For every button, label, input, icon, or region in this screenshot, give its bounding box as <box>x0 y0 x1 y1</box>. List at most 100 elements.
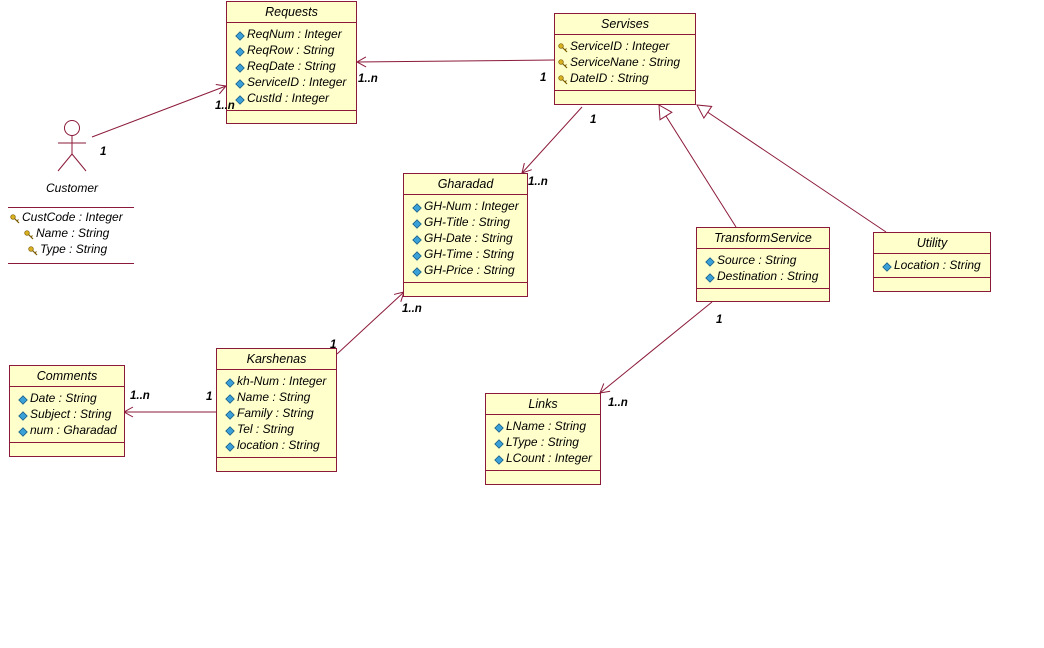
actor-attr: CustCode : Integer <box>10 209 123 225</box>
class-name: Gharadad <box>404 174 527 195</box>
assoc-karshenas-gharadad[interactable] <box>336 291 405 355</box>
class-name: Requests <box>227 2 356 23</box>
class-operations <box>227 111 356 119</box>
attribute-diamond-icon <box>412 201 422 213</box>
key-icon <box>28 244 38 256</box>
mult-servises-requests-from: 1 <box>540 72 547 84</box>
class-attribute: Name : String <box>225 389 336 405</box>
class-operations <box>874 278 990 286</box>
assoc-customer-requests[interactable] <box>91 84 227 138</box>
attribute-diamond-icon <box>18 425 28 437</box>
attribute-diamond-icon <box>235 45 245 57</box>
customer-actor-attributes: CustCode : Integer Name : String Type : … <box>10 209 123 257</box>
class-attribute: ServiceID : Integer <box>235 74 356 90</box>
class-attribute: GH-Date : String <box>412 230 527 246</box>
generalization-transform-servises[interactable] <box>658 104 737 228</box>
attribute-diamond-icon <box>235 93 245 105</box>
class-attribute: Subject : String <box>18 406 124 422</box>
attr-text: Destination : String <box>717 269 819 283</box>
attr-text: Name : String <box>36 226 110 240</box>
mult-karshenas-comments-to: 1..n <box>130 390 150 402</box>
mult-customer-requests-from: 1 <box>100 146 107 158</box>
class-name: Links <box>486 394 600 415</box>
attr-text: ReqRow : String <box>247 43 335 57</box>
attr-text: LName : String <box>506 419 587 433</box>
attribute-diamond-icon <box>412 233 422 245</box>
class-attribute: ReqRow : String <box>235 42 356 58</box>
class-attribute: ReqNum : Integer <box>235 26 356 42</box>
class-name: Karshenas <box>217 349 336 370</box>
class-operations <box>10 443 124 451</box>
mult-servises-gharadad-from: 1 <box>590 114 597 126</box>
attribute-diamond-icon <box>494 437 504 449</box>
class-attribute: LType : String <box>494 434 600 450</box>
attr-text: location : String <box>237 438 320 452</box>
class-attribute: location : String <box>225 437 336 453</box>
mult-transform-links-from: 1 <box>716 314 723 326</box>
mult-servises-requests-to: 1..n <box>358 73 378 85</box>
attr-text: Tel : String <box>237 422 294 436</box>
actor-attr: Name : String <box>10 225 123 241</box>
class-operations <box>555 91 695 99</box>
mult-karshenas-gharadad-to: 1..n <box>402 303 422 315</box>
actor-attr: Type : String <box>10 241 123 257</box>
attribute-diamond-icon <box>705 255 715 267</box>
class-attribute: Family : String <box>225 405 336 421</box>
assoc-transform-links[interactable] <box>599 301 713 394</box>
attribute-diamond-icon <box>235 61 245 73</box>
class-attribute: Source : String <box>705 252 829 268</box>
class-attribute: GH-Time : String <box>412 246 527 262</box>
customer-actor-figure[interactable] <box>57 120 87 172</box>
class-operations <box>404 283 527 291</box>
customer-actor-label: Customer <box>46 181 99 195</box>
attribute-diamond-icon <box>412 249 422 261</box>
attr-text: Subject : String <box>30 407 112 421</box>
generalization-utility-servises[interactable] <box>696 104 887 233</box>
attr-text: ServiceID : Integer <box>247 75 347 89</box>
attribute-diamond-icon <box>235 77 245 89</box>
class-attribute: Date : String <box>18 390 124 406</box>
attribute-diamond-icon <box>18 393 28 405</box>
attr-text: LCount : Integer <box>506 451 593 465</box>
attribute-diamond-icon <box>225 376 235 388</box>
attribute-diamond-icon <box>18 409 28 421</box>
class-operations <box>217 458 336 466</box>
attr-text: GH-Title : String <box>424 215 510 229</box>
attr-text: Location : String <box>894 258 981 272</box>
class-attribute: Destination : String <box>705 268 829 284</box>
attr-text: ServiceNane : String <box>570 55 681 69</box>
class-attribute: GH-Title : String <box>412 214 527 230</box>
attr-text: Family : String <box>237 406 314 420</box>
class-attribute: Tel : String <box>225 421 336 437</box>
class-name: Comments <box>10 366 124 387</box>
attr-text: DateID : String <box>570 71 649 85</box>
attr-text: Date : String <box>30 391 97 405</box>
class-utility[interactable]: Utility Location : String <box>873 232 991 292</box>
attr-text: GH-Time : String <box>424 247 514 261</box>
attr-text: ServiceID : Integer <box>570 39 670 53</box>
attribute-diamond-icon <box>412 217 422 229</box>
mult-transform-links-to: 1..n <box>608 397 628 409</box>
class-attribute: num : Gharadad <box>18 422 124 438</box>
attr-text: Type : String <box>40 242 108 256</box>
assoc-servises-gharadad[interactable] <box>521 106 583 174</box>
attr-text: ReqNum : Integer <box>247 27 342 41</box>
actor-separator-top <box>8 207 134 208</box>
attribute-diamond-icon <box>494 453 504 465</box>
assoc-servises-requests[interactable] <box>355 56 555 68</box>
mult-servises-gharadad-to: 1..n <box>528 176 548 188</box>
attr-text: GH-Num : Integer <box>424 199 519 213</box>
